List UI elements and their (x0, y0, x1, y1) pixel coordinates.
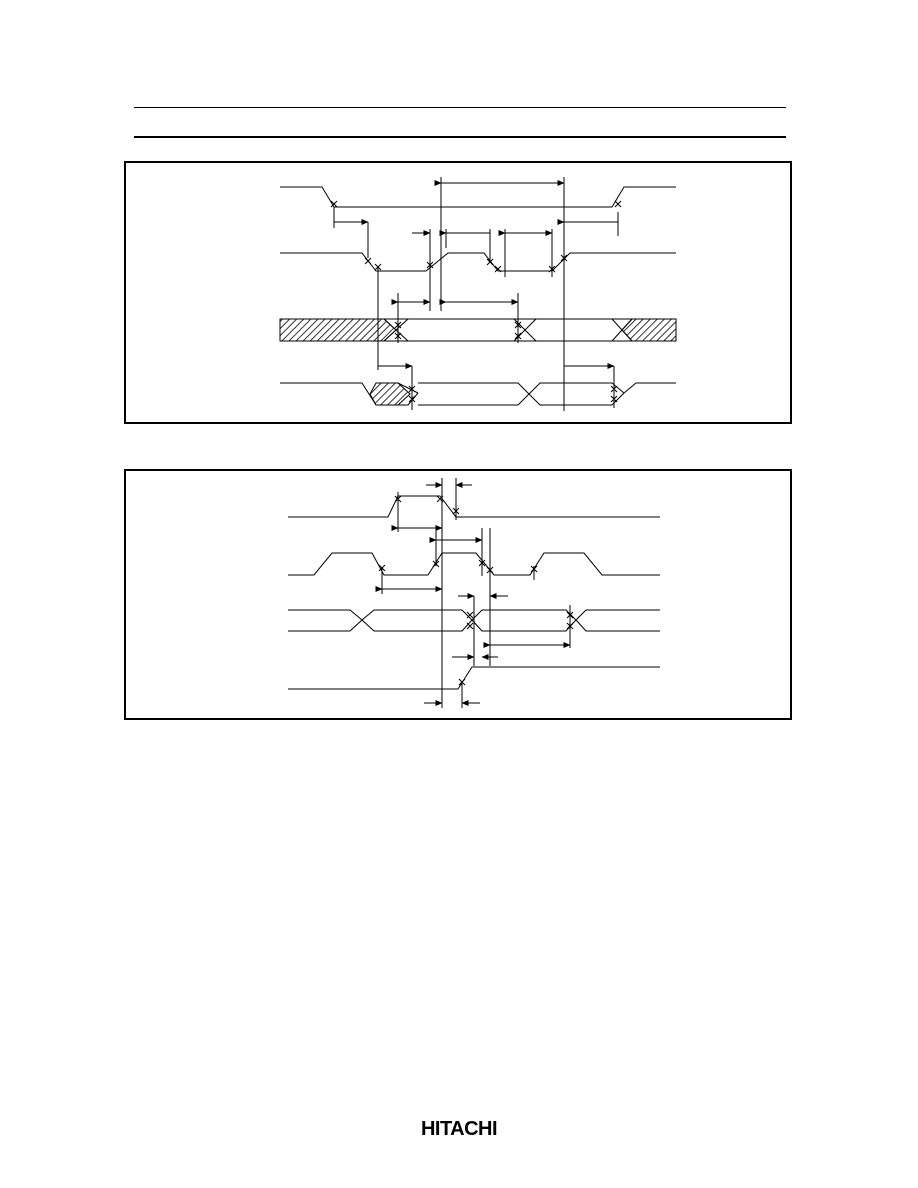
signal-6-waveform (288, 552, 660, 576)
transition2-ticks (378, 495, 574, 686)
transition-ticks (330, 200, 622, 403)
signal-3-transitions (383, 318, 633, 342)
timing-diagram-2 (124, 469, 792, 720)
header-rule-top (134, 107, 786, 108)
signal-2-waveform (280, 252, 676, 272)
timing-diagram-2-svg (288, 478, 660, 708)
signal-4-hatch (369, 382, 411, 406)
signal-3-hatch-right (621, 318, 677, 342)
signal-8-waveform (288, 666, 660, 690)
header-rule-bottom (134, 136, 786, 138)
timing-diagram-1 (124, 161, 792, 424)
signal-5-waveform (288, 495, 660, 518)
hitachi-logo: HITACHI (420, 1118, 498, 1140)
signal-3-hatch-left (279, 318, 397, 342)
signal-7-bus (288, 609, 660, 632)
signal-1-waveform (280, 186, 676, 208)
timing-diagram-1-svg (279, 177, 677, 411)
